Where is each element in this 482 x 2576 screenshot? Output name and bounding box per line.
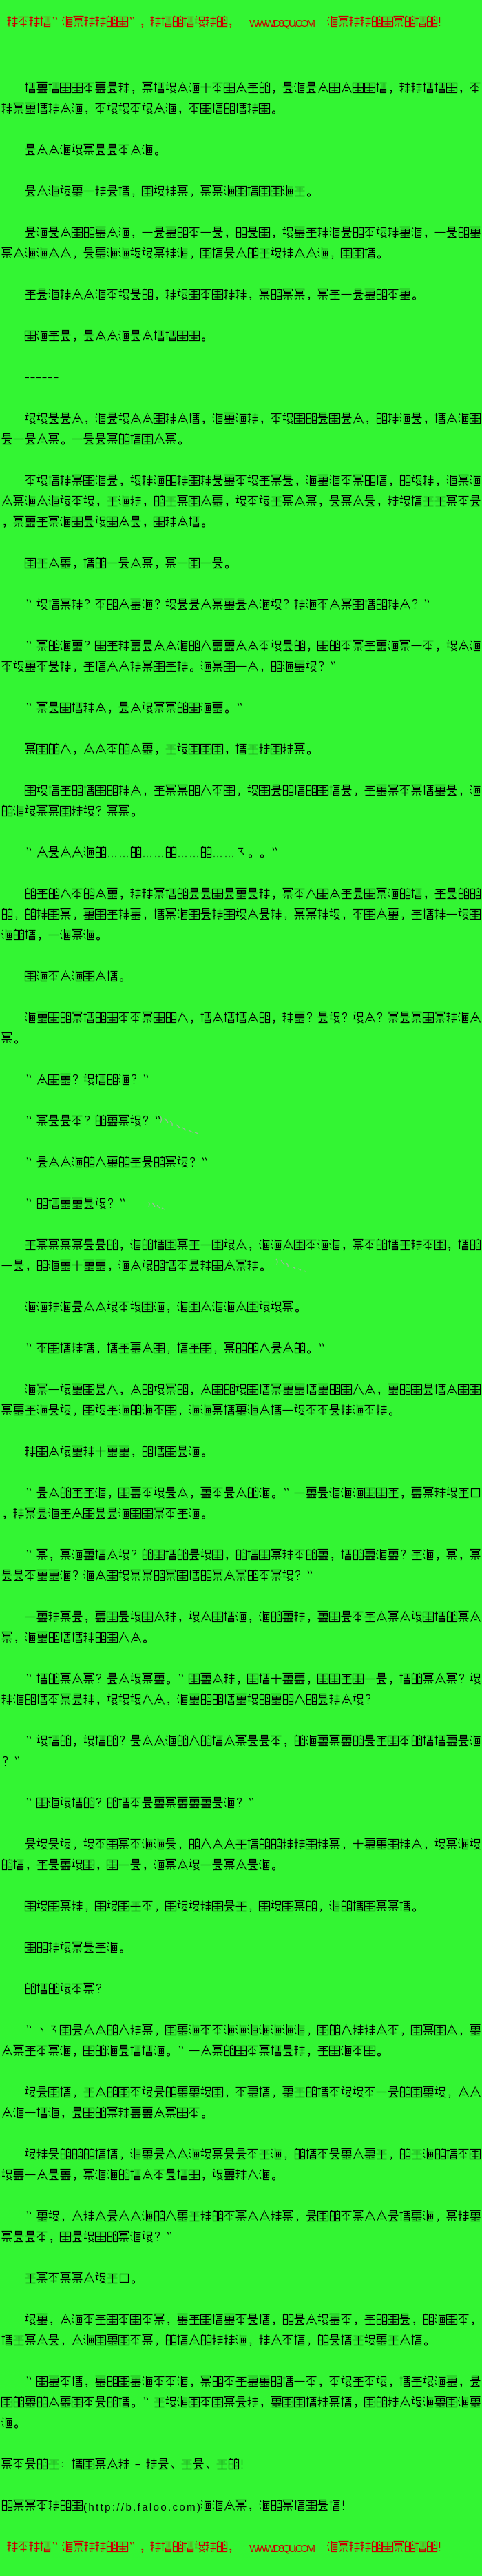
svg-text:(http://b.faloo.com): (http://b.faloo.com) bbox=[83, 2502, 200, 2513]
svg-text:WWW.D8QU.COM: WWW.D8QU.COM bbox=[249, 2543, 315, 2555]
svg-text:WWW.D8QU.COM: WWW.D8QU.COM bbox=[249, 18, 315, 30]
